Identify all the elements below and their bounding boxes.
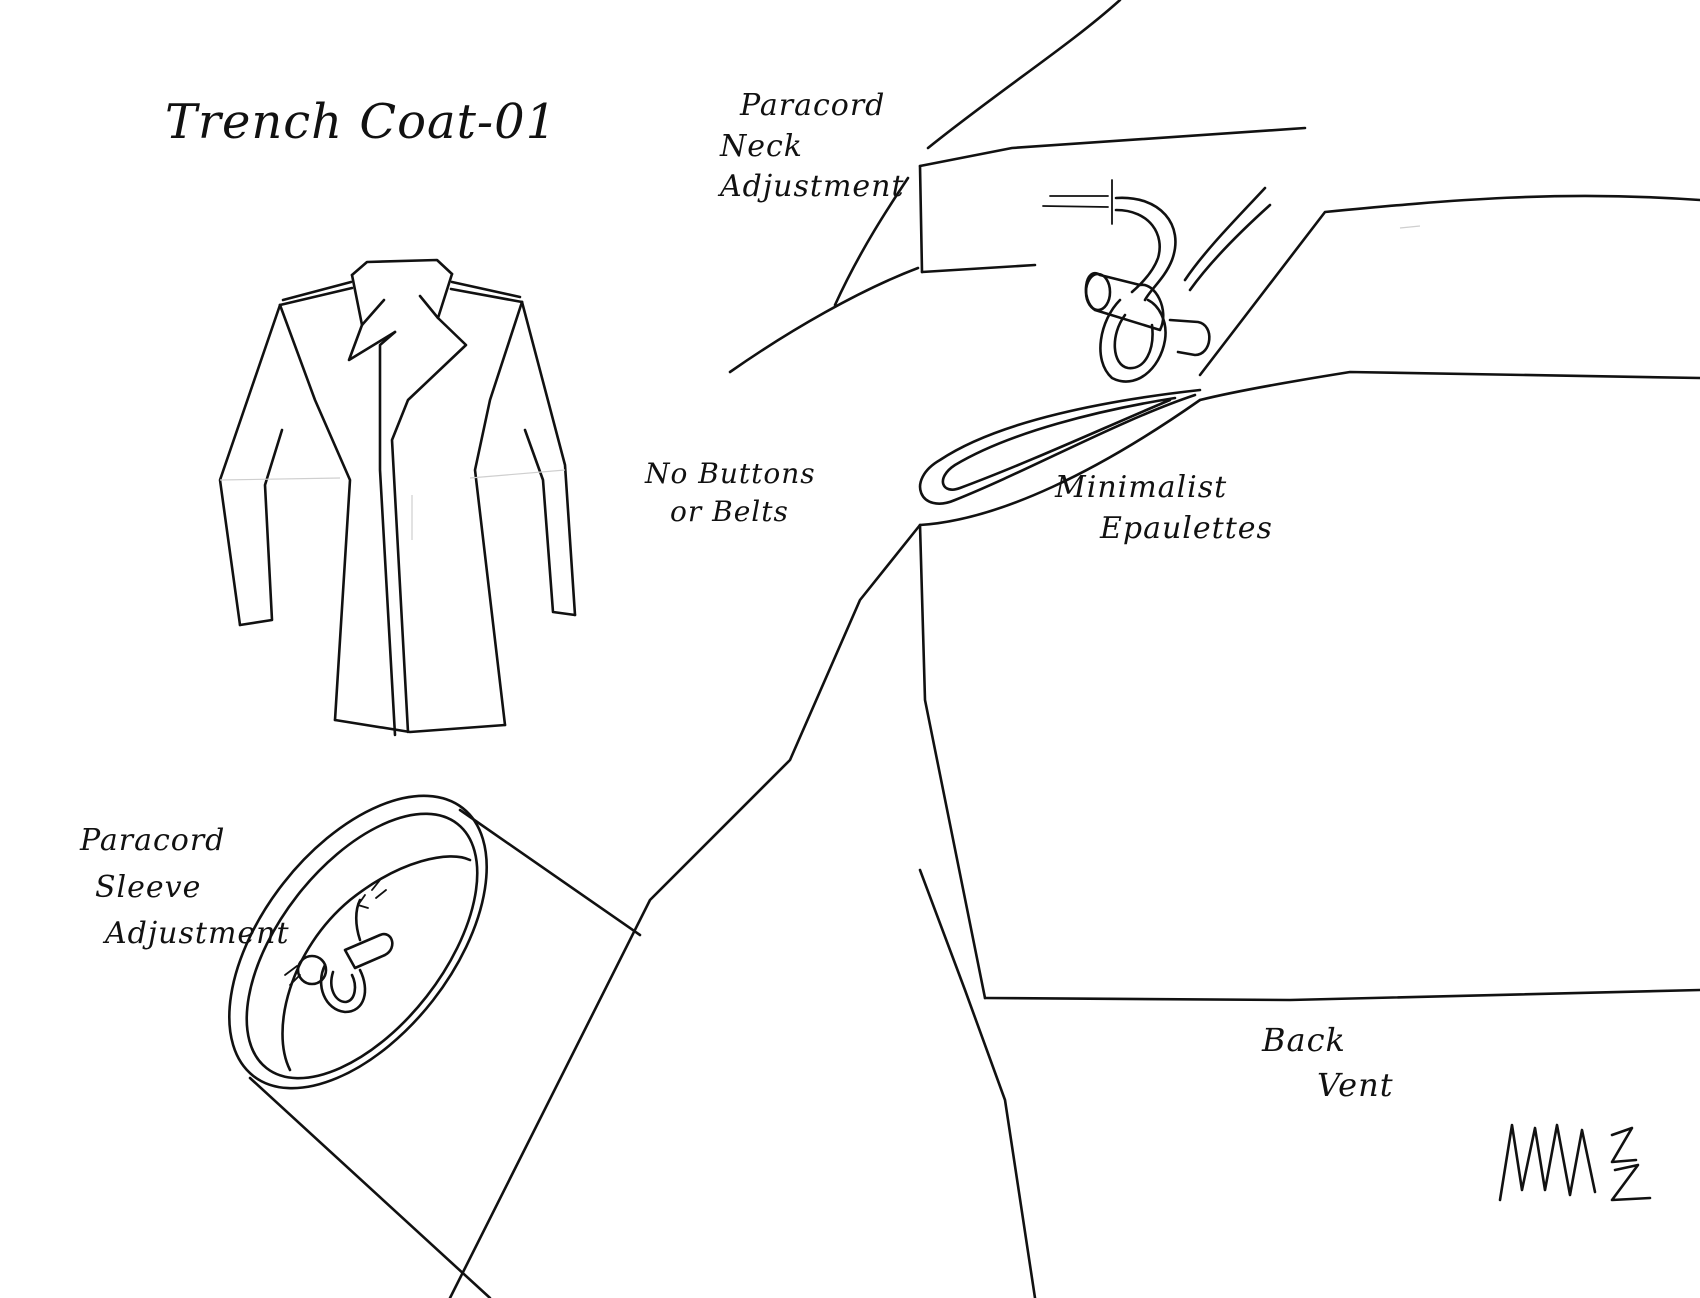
epaulettes-line-2: Epaulettes <box>1100 510 1273 546</box>
epaulette-loop-outer <box>918 388 1202 505</box>
sleeve-cuff-outer <box>228 794 488 1090</box>
sketch-title: Trench Coat-01 <box>165 94 558 150</box>
neck-cord-toggle <box>1084 271 1165 332</box>
coat-construction-line-left <box>219 477 341 481</box>
signature-initials <box>1498 1123 1597 1202</box>
neck-shoulder-line <box>728 266 920 374</box>
coat-front-overlap <box>378 330 397 737</box>
sleeve-label-line-2: Sleeve <box>95 869 202 905</box>
coat-overview-illustration <box>218 258 577 737</box>
coat-collar-left <box>350 273 386 327</box>
sleeve-cord-motion-2 <box>375 889 387 899</box>
neck-shoulder-seam <box>1198 194 1700 377</box>
sleeve-top-edge <box>458 808 642 937</box>
coat-hem <box>333 718 507 734</box>
neck-collar-left-edge <box>833 176 910 307</box>
sleeve-cord-arrow <box>357 894 369 909</box>
coat-body-right <box>473 300 524 727</box>
neck-detail-illustration <box>728 0 1700 402</box>
neck-label-line-1: Paracord <box>740 88 886 123</box>
neck-cord-clip-inner <box>1113 313 1154 370</box>
coat-epaulette-right <box>450 280 522 299</box>
sleeve-cuff-inner <box>245 812 479 1080</box>
coat-construction-line-right <box>469 469 566 479</box>
back-vent-label: Back Vent <box>1262 1018 1394 1108</box>
epaulettes-line-1: Minimalist <box>1055 470 1228 505</box>
neck-cord-stitch-2 <box>1042 205 1109 208</box>
coat-collar-back <box>350 258 454 277</box>
no-buttons-line-2: or Belts <box>670 494 789 528</box>
neck-faint-mark <box>1399 225 1421 229</box>
coat-lapel-left <box>347 323 397 362</box>
sleeve-label-line-1: Paracord <box>80 823 226 858</box>
epaulette-lower-line <box>1198 370 1700 402</box>
epaulette-illustration <box>918 388 1202 505</box>
neck-cord-tail-2 <box>1188 203 1272 292</box>
coat-body-left <box>278 303 352 722</box>
back-panel-left-edge <box>448 523 922 1298</box>
coat-right-sleeve-outer <box>520 300 577 617</box>
coat-epaulette-right-edge <box>449 287 524 304</box>
sleeve-cord-toggle <box>343 932 394 970</box>
neck-outer-curve <box>926 0 1122 150</box>
back-vent-line-2: Vent <box>1317 1065 1394 1104</box>
sleeve-cord-motion-3 <box>289 974 301 986</box>
coat-left-sleeve-inner <box>238 428 284 627</box>
neck-collar-bottom <box>920 263 1037 274</box>
neck-cord-tail-1 <box>1183 186 1267 282</box>
coat-epaulette-left <box>281 280 353 302</box>
neck-label-line-3: Adjustment <box>720 169 905 204</box>
back-panel-lower-seam <box>918 868 1037 1298</box>
neck-label-line-2: Neck <box>720 128 803 164</box>
back-vent-line-1: Back <box>1262 1021 1346 1059</box>
signature-year-digit-2 <box>1610 1163 1652 1202</box>
neck-cord-toggle-end <box>1084 272 1112 312</box>
coat-collar-right <box>418 272 454 320</box>
neck-collar-front <box>918 164 924 274</box>
sleeve-cord-clip-outer <box>319 963 367 1014</box>
coat-epaulette-left-edge <box>278 286 354 307</box>
sleeve-lining-curve <box>281 855 472 1072</box>
epaulette-loop-inner <box>941 396 1177 491</box>
epaulettes-label: Minimalist Epaulettes <box>1055 468 1273 549</box>
back-vent-line <box>983 988 1700 1002</box>
back-panel-top-left <box>918 398 1202 527</box>
back-panel-side-seam <box>918 523 987 1000</box>
neck-adjustment-label: Paracord Neck Adjustment <box>720 86 905 208</box>
sleeve-label-line-3: Adjustment <box>105 916 290 951</box>
neck-cord-clip-outer <box>1099 298 1167 383</box>
sleeve-cord-ring <box>296 954 328 986</box>
neck-cord-clip-ring <box>1168 318 1211 357</box>
sleeve-cuff-illustration <box>228 794 642 1298</box>
neck-collar-top <box>918 126 1307 168</box>
no-buttons-label: No Buttons or Belts <box>645 455 816 531</box>
coat-right-sleeve-inner <box>523 428 577 617</box>
sleeve-cord-motion-1 <box>371 879 381 891</box>
coat-lapel-right <box>390 316 468 734</box>
sleeve-cord-motion-4 <box>284 965 298 976</box>
sleeve-cord-clip-inner <box>330 970 357 1004</box>
no-buttons-line-1: No Buttons <box>645 457 816 490</box>
signature-mark <box>1498 1123 1652 1202</box>
sleeve-adjustment-label: Paracord Sleeve Adjustment <box>80 818 290 958</box>
signature-year-digit-1 <box>1610 1126 1638 1164</box>
sleeve-bottom-edge <box>248 1076 492 1298</box>
back-panel-illustration <box>448 398 1700 1298</box>
neck-cord-inner <box>1114 208 1161 294</box>
